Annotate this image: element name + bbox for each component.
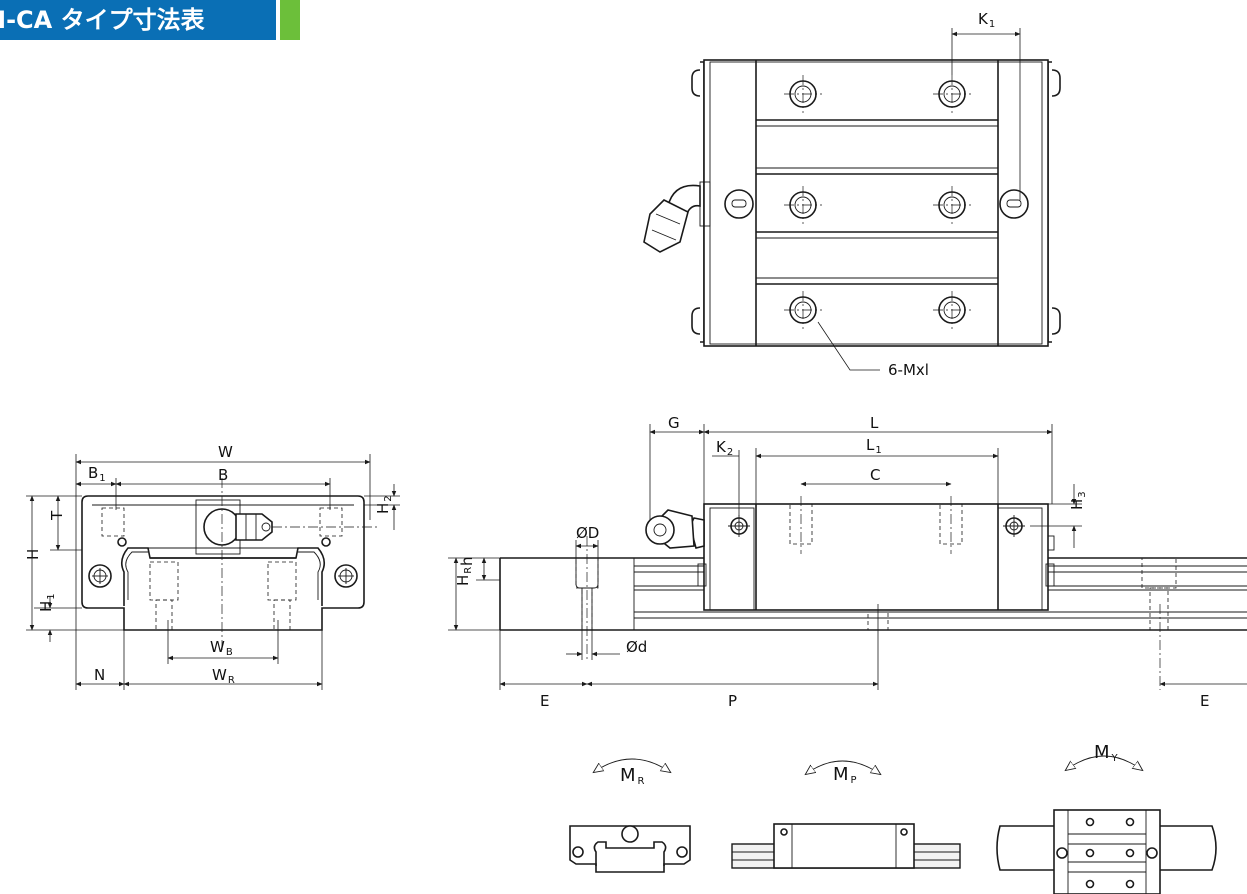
dim-label-l: L [870, 414, 879, 432]
dim-label-h2: H2 [374, 495, 394, 514]
dim-label-b: B [218, 466, 228, 484]
dim-label-h1: H1 [37, 593, 57, 612]
page-title-text: H-CA タイプ寸法表 [0, 6, 205, 34]
dim-label-c: C [870, 466, 880, 484]
moment-pitch-diagram [731, 760, 961, 869]
dim-label-e-right: E [1200, 692, 1209, 710]
dim-label-k2: K2 [716, 438, 733, 458]
dim-label-b1: B1 [88, 464, 106, 484]
bolt-hole-icon [334, 564, 358, 588]
dim-label-w: W [218, 443, 233, 461]
tap-hole-label: 6-Mxl [888, 361, 929, 379]
moment-arrow-icon [806, 760, 880, 774]
title-accent [280, 0, 300, 40]
moment-roll-diagram [569, 758, 691, 873]
moment-arrow-icon [1066, 755, 1142, 770]
dim-label-wr: WR [212, 666, 235, 686]
dim-label-t: T [48, 510, 66, 521]
dim-label-p: P [728, 692, 737, 710]
dim-label-g: G [668, 414, 680, 432]
dim-label-h3: H3 [1068, 491, 1088, 510]
grease-nipple-icon [645, 509, 705, 549]
dim-label-n: N [94, 666, 105, 684]
dim-label-k1: K1 [978, 10, 995, 30]
moment-arrow-icon [594, 758, 670, 772]
front-view [26, 454, 400, 690]
grease-nipple-icon [643, 181, 711, 253]
side-view [448, 424, 1247, 690]
dim-label-wb: WB [210, 638, 233, 658]
dim-label-h: H [24, 549, 42, 560]
bolt-hole-icon [88, 564, 112, 588]
dim-label-od-large: ØD [576, 524, 599, 542]
dim-label-l1: L1 [866, 436, 882, 456]
dim-label-e-left: E [540, 692, 549, 710]
top-view [643, 28, 1061, 371]
dim-label-h-small: h [458, 556, 476, 566]
page-title: H-CA タイプ寸法表 [0, 0, 276, 40]
moment-yaw-diagram [996, 755, 1217, 894]
dim-label-od-small: Ød [626, 638, 647, 656]
dim-label-hr: HR [454, 567, 474, 586]
